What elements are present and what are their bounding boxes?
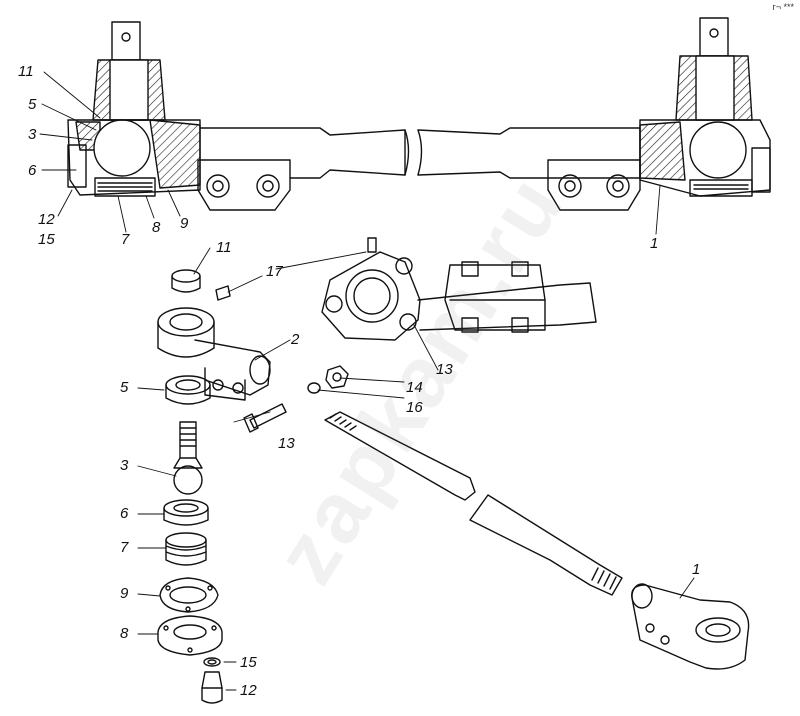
left-clamp (197, 159, 291, 211)
part-7-spring (165, 532, 207, 566)
tie-rod-end-socket (157, 307, 271, 401)
left-tube-break (404, 129, 410, 176)
part-1-tie-rod-end (631, 583, 750, 670)
label-9-exploded: 9 (120, 585, 129, 602)
part-12-bolt (201, 671, 223, 704)
label-11-top: 11 (18, 63, 34, 80)
part-11-cap (171, 269, 201, 293)
label-3-top: 3 (28, 126, 37, 143)
label-2: 2 (291, 331, 300, 348)
part-5-ring (165, 375, 211, 405)
label-11-exploded: 11 (216, 239, 232, 256)
right-tube-break (417, 129, 423, 176)
label-6-exploded: 6 (120, 505, 129, 522)
part-15-washer (203, 657, 221, 667)
label-13-left: 13 (278, 435, 295, 452)
left-joint-housing (67, 119, 201, 197)
label-12-exploded: 12 (240, 682, 257, 699)
label-6-top: 6 (28, 162, 37, 179)
left-tube (199, 127, 406, 179)
label-7-top: 7 (121, 231, 130, 248)
label-5-top: 5 (28, 96, 37, 113)
right-joint-housing (639, 119, 771, 197)
right-tube (417, 127, 641, 179)
label-8-top: 8 (152, 219, 161, 236)
label-5-exploded: 5 (120, 379, 129, 396)
label-1-exploded: 1 (692, 561, 701, 578)
label-1-top: 1 (650, 235, 659, 252)
left-steering-arm (92, 21, 166, 121)
tie-rod-end-flange (321, 237, 597, 341)
label-8-exploded: 8 (120, 625, 129, 642)
label-3-exploded: 3 (120, 457, 129, 474)
part-3-ball-stud (173, 421, 203, 495)
tie-rod-threaded (324, 411, 623, 596)
part-6-seat (163, 499, 209, 526)
label-7-exploded: 7 (120, 539, 129, 556)
part-9-gasket (159, 577, 219, 613)
label-12-top: 12 (38, 211, 55, 228)
corner-mark: г¬ *** (772, 2, 794, 12)
label-13-right: 13 (436, 361, 453, 378)
label-14: 14 (406, 379, 423, 396)
part-14-16-nut-washer (307, 365, 349, 394)
label-16: 16 (406, 399, 423, 416)
label-15-top: 15 (38, 231, 55, 248)
label-15-exploded: 15 (240, 654, 257, 671)
right-steering-arm (675, 17, 753, 121)
part-13-bolt (243, 403, 287, 433)
label-17: 17 (266, 263, 283, 280)
leader-lines (39, 71, 695, 691)
top-assembly (67, 17, 771, 211)
part-8-cover (157, 615, 223, 656)
part-17-grease-fitting (215, 285, 231, 301)
label-9-top: 9 (180, 215, 189, 232)
